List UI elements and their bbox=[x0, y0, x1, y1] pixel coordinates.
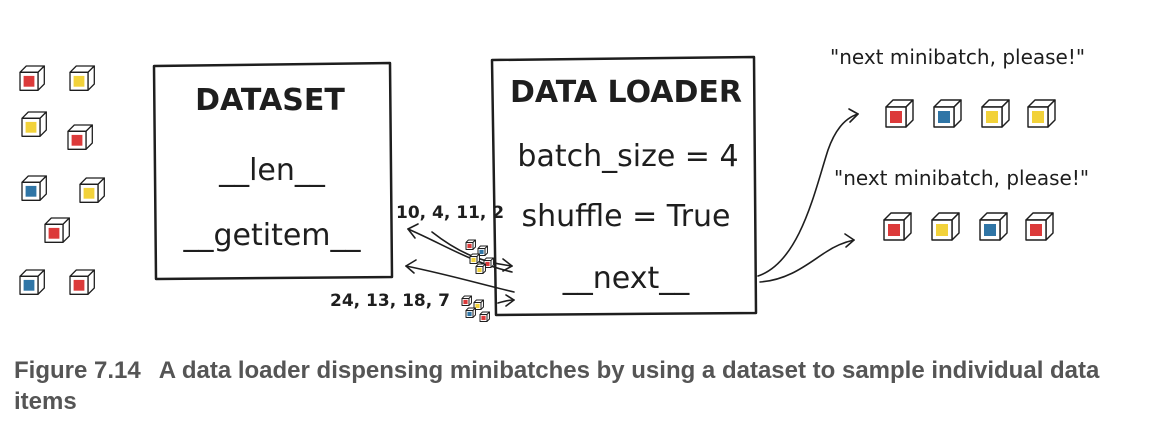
minibatch-cube-blue bbox=[933, 99, 962, 128]
sampled-item-cube bbox=[465, 307, 476, 318]
minibatch-cubes bbox=[883, 99, 1056, 241]
pool-cube-red bbox=[67, 124, 93, 150]
sampled-item-cube bbox=[477, 245, 488, 256]
sampled-item-cube bbox=[465, 239, 476, 250]
request-arrow-1-head bbox=[407, 223, 419, 239]
minibatch-arrow-1 bbox=[757, 113, 859, 277]
pool-cube-blue bbox=[19, 269, 45, 295]
sampled-item-cube bbox=[469, 253, 480, 264]
sampled-item-cube bbox=[479, 311, 490, 322]
request-text-1: "next minibatch, please!" bbox=[830, 45, 1085, 69]
dataset-title: DATASET bbox=[195, 83, 345, 118]
return-arrow-1-head bbox=[502, 258, 513, 272]
minibatch-arrow-2 bbox=[759, 239, 855, 283]
figure-number: Figure 7.14 bbox=[14, 357, 141, 384]
minibatch-arrow-2-head bbox=[844, 233, 855, 248]
sampled-item-cube bbox=[475, 263, 486, 274]
minibatch-arrow-1-head bbox=[848, 108, 859, 123]
sampled-item-cube bbox=[461, 295, 472, 306]
minibatch-cube-blue bbox=[979, 212, 1008, 241]
data-loader-box: DATA LOADER batch_size = 4 shuffle = Tru… bbox=[490, 55, 758, 317]
minibatch-cube-red bbox=[1025, 212, 1054, 241]
pool-cube-yellow bbox=[21, 111, 47, 137]
pool-cube-yellow bbox=[69, 65, 95, 91]
dataset-box-outline bbox=[152, 61, 394, 281]
next-method: __next__ bbox=[562, 261, 690, 296]
data-loader-title: DATA LOADER bbox=[510, 75, 742, 110]
dataset-box: DATASET __len__ __getitem__ bbox=[152, 61, 394, 281]
batch-size-attr: batch_size = 4 bbox=[517, 139, 738, 174]
minibatch-cube-yellow bbox=[981, 99, 1010, 128]
request-text-2: "next minibatch, please!" bbox=[834, 166, 1089, 190]
minibatch-cube-red bbox=[885, 99, 914, 128]
pool-cube-red bbox=[19, 65, 45, 91]
request-arrow-2-head bbox=[405, 259, 417, 274]
sampled-item-cube bbox=[473, 299, 484, 310]
minibatch-cube-yellow bbox=[931, 212, 960, 241]
sampled-items bbox=[461, 239, 494, 322]
return-arrow-2-head bbox=[505, 294, 515, 307]
len-method: __len__ bbox=[218, 153, 326, 188]
minibatch-cube-red bbox=[883, 212, 912, 241]
data-item-pool bbox=[19, 65, 105, 295]
request-arrow-2 bbox=[405, 265, 515, 293]
getitem-method: __getitem__ bbox=[182, 218, 361, 253]
index-batch-1: 10, 4, 11, 2 bbox=[396, 203, 504, 223]
request-arrow-1 bbox=[407, 228, 513, 273]
sampled-item-cube bbox=[483, 257, 494, 268]
return-arrow-1 bbox=[431, 231, 513, 267]
diagram-canvas: DATASET __len__ __getitem__ DATA LOADER … bbox=[19, 45, 1089, 322]
pool-cube-red bbox=[44, 217, 70, 243]
pool-cube-blue bbox=[21, 175, 47, 201]
shuffle-attr: shuffle = True bbox=[521, 199, 730, 234]
pool-cube-yellow bbox=[79, 177, 105, 203]
pool-cube-red bbox=[69, 269, 95, 295]
minibatch-cube-yellow bbox=[1027, 99, 1056, 128]
figure-caption-text: A data loader dispensing minibatches by … bbox=[14, 357, 1100, 415]
index-batch-2: 24, 13, 18, 7 bbox=[330, 291, 450, 311]
data-loader-box-outline bbox=[490, 55, 758, 317]
